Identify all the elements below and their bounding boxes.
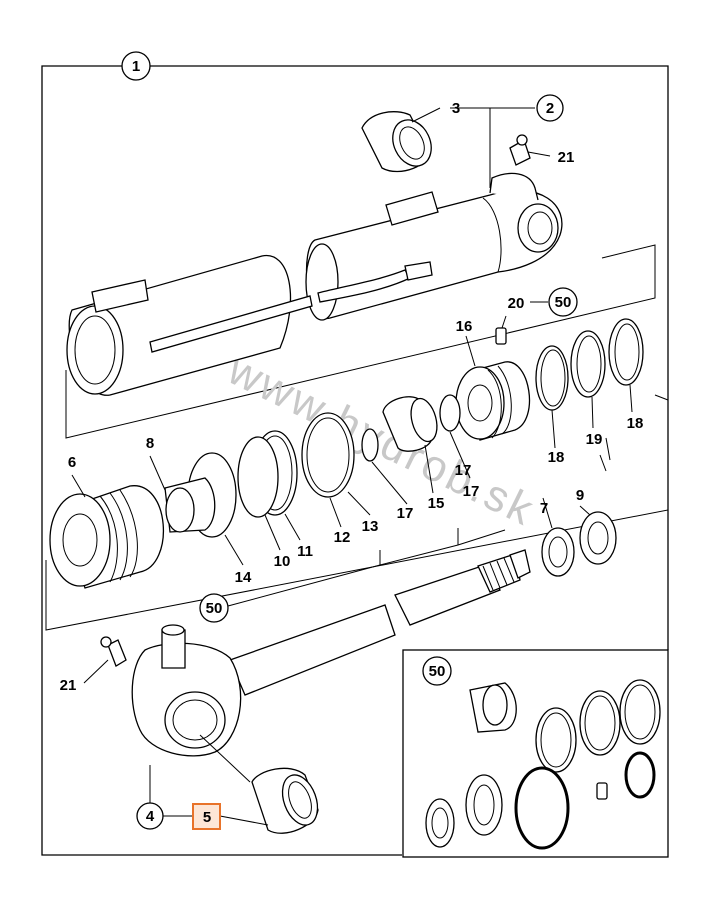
barrel-group-box xyxy=(65,244,656,439)
seal-kit-frame xyxy=(402,649,669,858)
callout-17-right[interactable]: 17 xyxy=(455,462,472,479)
callout-18-left[interactable]: 18 xyxy=(548,449,565,466)
callout-4[interactable]: 4 xyxy=(136,802,164,830)
seal-ring-18-top-right xyxy=(608,318,644,386)
callout-18-right[interactable]: 18 xyxy=(627,415,644,432)
callout-50-kit[interactable]: 50 xyxy=(422,656,452,686)
seal-group-box xyxy=(45,394,669,631)
barrel-tube-part xyxy=(66,254,313,396)
wear-ring-9 xyxy=(579,511,617,565)
callout-15[interactable]: 15 xyxy=(428,495,445,512)
callout-14[interactable]: 14 xyxy=(235,569,252,586)
callout-17-left[interactable]: 17 xyxy=(397,505,414,522)
callout-17-mid[interactable]: 17 xyxy=(463,483,480,500)
callout-2-label: 2 xyxy=(546,100,554,117)
grease-nipple-bottom-part xyxy=(100,636,127,667)
callout-50-top-label: 50 xyxy=(555,294,572,311)
callout-5-highlighted[interactable]: 5 xyxy=(192,803,221,830)
callout-1-label: 1 xyxy=(132,58,140,75)
leader-lines xyxy=(71,107,633,826)
seal-kit-contents xyxy=(425,679,661,850)
callout-4-label: 4 xyxy=(146,808,155,825)
callout-3[interactable]: 3 xyxy=(452,100,460,117)
callout-50-kit-label: 50 xyxy=(429,663,446,680)
barrel-head-part xyxy=(305,172,563,321)
callout-21-bottom[interactable]: 21 xyxy=(60,677,77,694)
guide-bushing-part xyxy=(382,396,438,452)
set-screw-part xyxy=(495,327,507,345)
callout-1[interactable]: 1 xyxy=(121,51,151,81)
callout-20[interactable]: 20 xyxy=(508,295,525,312)
callout-13[interactable]: 13 xyxy=(362,518,379,535)
seal-ring-12 xyxy=(301,412,355,498)
callout-7[interactable]: 7 xyxy=(540,500,548,517)
piston-rod-part xyxy=(131,549,531,757)
grease-nipple-top-part xyxy=(509,134,531,166)
callout-19[interactable]: 19 xyxy=(586,431,603,448)
callout-6[interactable]: 6 xyxy=(68,454,76,471)
callout-50-mid[interactable]: 50 xyxy=(199,593,229,623)
piston-part xyxy=(455,361,531,441)
callout-10[interactable]: 10 xyxy=(274,553,291,570)
callout-11[interactable]: 11 xyxy=(297,543,313,560)
wiper-bushing-part xyxy=(164,477,216,533)
callout-12[interactable]: 12 xyxy=(334,529,351,546)
o-ring-13 xyxy=(361,428,379,462)
callout-9[interactable]: 9 xyxy=(576,487,584,504)
callout-8[interactable]: 8 xyxy=(146,435,154,452)
bushing-top-part xyxy=(361,111,432,173)
gland-part xyxy=(49,485,165,589)
callout-5-highlight-box xyxy=(192,803,221,830)
callout-2[interactable]: 2 xyxy=(536,94,564,122)
seal-ring-10 xyxy=(237,436,279,518)
callout-21-top[interactable]: 21 xyxy=(558,149,575,166)
wear-ring-7 xyxy=(541,527,575,577)
callout-50-mid-label: 50 xyxy=(206,600,223,617)
seal-ring-19 xyxy=(570,330,606,398)
callout-50-top[interactable]: 50 xyxy=(548,287,578,317)
callout-16[interactable]: 16 xyxy=(456,318,473,335)
o-ring-17 xyxy=(439,394,461,432)
callout-5-label: 5 xyxy=(203,809,211,826)
bushing-bottom-part xyxy=(251,767,319,834)
